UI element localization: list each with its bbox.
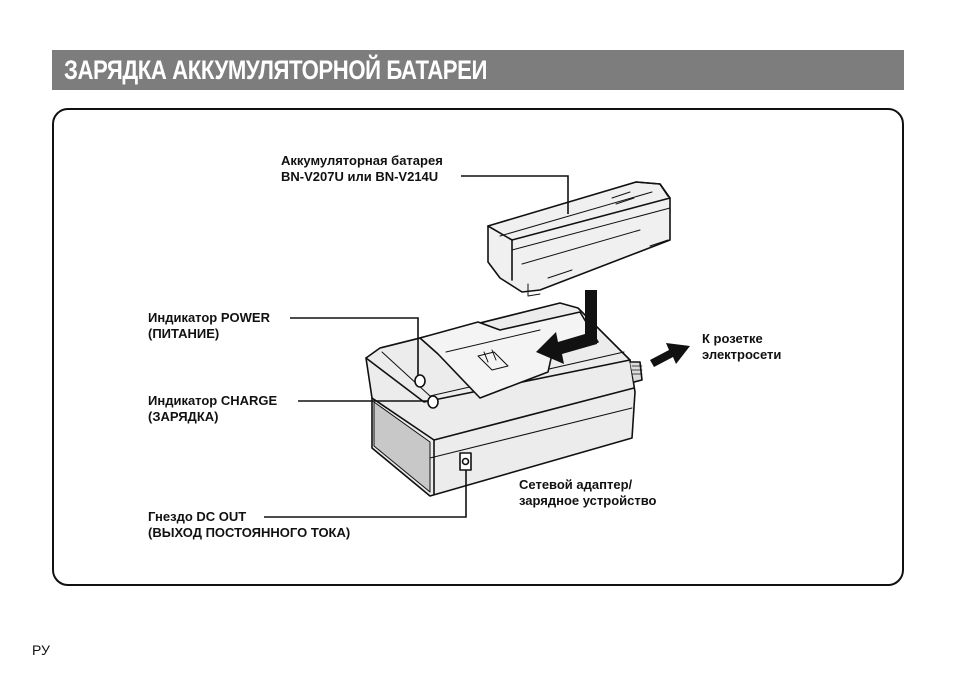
- figure-frame: [52, 108, 904, 586]
- charge-label-line2: (ЗАРЯДКА): [148, 409, 219, 424]
- battery-leader: [461, 175, 569, 214]
- power-label-line2: (ПИТАНИЕ): [148, 326, 220, 341]
- battery-label-line2: BN-V207U или BN-V214U: [281, 169, 439, 184]
- adapter-callout: Сетевой адаптер/ зарядное устройство: [519, 477, 657, 509]
- battery-pack: [487, 181, 671, 297]
- title-bar: ЗАРЯДКА АККУМУЛЯТОРНОЙ БАТАРЕИ: [52, 50, 904, 90]
- dc-out-jack: [459, 452, 472, 471]
- charger-body: [365, 302, 643, 497]
- power-leader: [290, 317, 419, 376]
- dc-out-label-line2: (ВЫХОД ПОСТОЯННОГО ТОКА): [148, 525, 351, 540]
- outlet-label-line1: К розетке: [702, 331, 763, 346]
- page-title: ЗАРЯДКА АККУМУЛЯТОРНОЙ БАТАРЕИ: [64, 55, 488, 85]
- language-marker: РУ: [32, 642, 50, 658]
- power-label-line1: Индикатор POWER: [148, 310, 270, 325]
- dc-out-label-line1: Гнездо DC OUT: [148, 509, 247, 524]
- dc-out-callout: Гнездо DC OUT (ВЫХОД ПОСТОЯННОГО ТОКА): [148, 509, 350, 541]
- dc-out-leader: [264, 470, 467, 518]
- charge-label-line1: Индикатор CHARGE: [148, 393, 278, 408]
- adapter-label-line1: Сетевой адаптер/: [519, 477, 633, 492]
- battery-label-line1: Аккумуляторная батарея: [281, 153, 443, 168]
- adapter-label-line2: зарядное устройство: [519, 493, 657, 508]
- battery-callout: Аккумуляторная батарея BN-V207U или BN-V…: [281, 153, 443, 185]
- outlet-label-line2: электросети: [702, 347, 782, 362]
- power-callout: Индикатор POWER (ПИТАНИЕ): [148, 310, 270, 342]
- charge-callout: Индикатор CHARGE (ЗАРЯДКА): [148, 393, 277, 425]
- charge-indicator: [427, 395, 439, 409]
- outlet-callout: К розетке электросети: [702, 331, 781, 363]
- insert-arrow: [536, 290, 597, 364]
- power-indicator: [414, 374, 426, 388]
- plug-arrow: [650, 343, 690, 367]
